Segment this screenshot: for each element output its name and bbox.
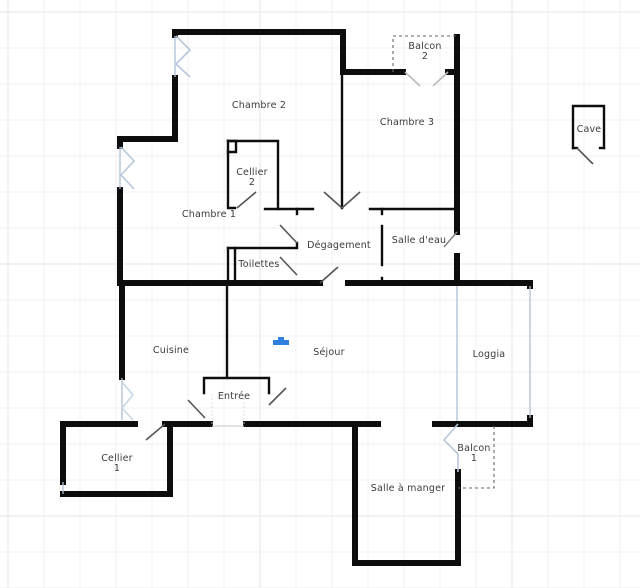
label-salle-eau: Salle d'eau (392, 235, 447, 246)
label-balcon1-line2: 1 (471, 453, 477, 464)
label-toilettes: Toilettes (237, 259, 279, 270)
label-entree: Entrée (218, 391, 250, 402)
windows (62, 36, 531, 494)
label-balcon2-line2: 2 (422, 51, 428, 62)
label-chambre1: Chambre 1 (182, 209, 236, 220)
label-sejour: Séjour (313, 347, 344, 358)
label-balcon1-line1: Balcon (457, 443, 490, 454)
label-cellier2-line1: Cellier (236, 167, 268, 178)
label-cellier2-line2: 2 (249, 177, 255, 188)
room-labels: Chambre 2 Chambre 3 Balcon 2 Cave Cellie… (101, 41, 601, 494)
label-balcon2-line1: Balcon (408, 41, 441, 52)
label-chambre2: Chambre 2 (232, 100, 286, 111)
walls (60, 29, 606, 566)
label-salle-a-manger: Salle à manger (371, 483, 446, 494)
label-cellier1-line1: Cellier (101, 453, 133, 464)
label-cave: Cave (577, 124, 602, 135)
label-cellier1-line2: 1 (114, 463, 120, 474)
label-chambre3: Chambre 3 (380, 117, 434, 128)
label-degagement: Dégagement (307, 240, 371, 251)
label-loggia: Loggia (473, 349, 506, 360)
balcony-outlines (392, 35, 495, 489)
doors (119, 35, 594, 472)
label-cuisine: Cuisine (153, 345, 189, 356)
position-marker-icon[interactable] (273, 337, 289, 345)
